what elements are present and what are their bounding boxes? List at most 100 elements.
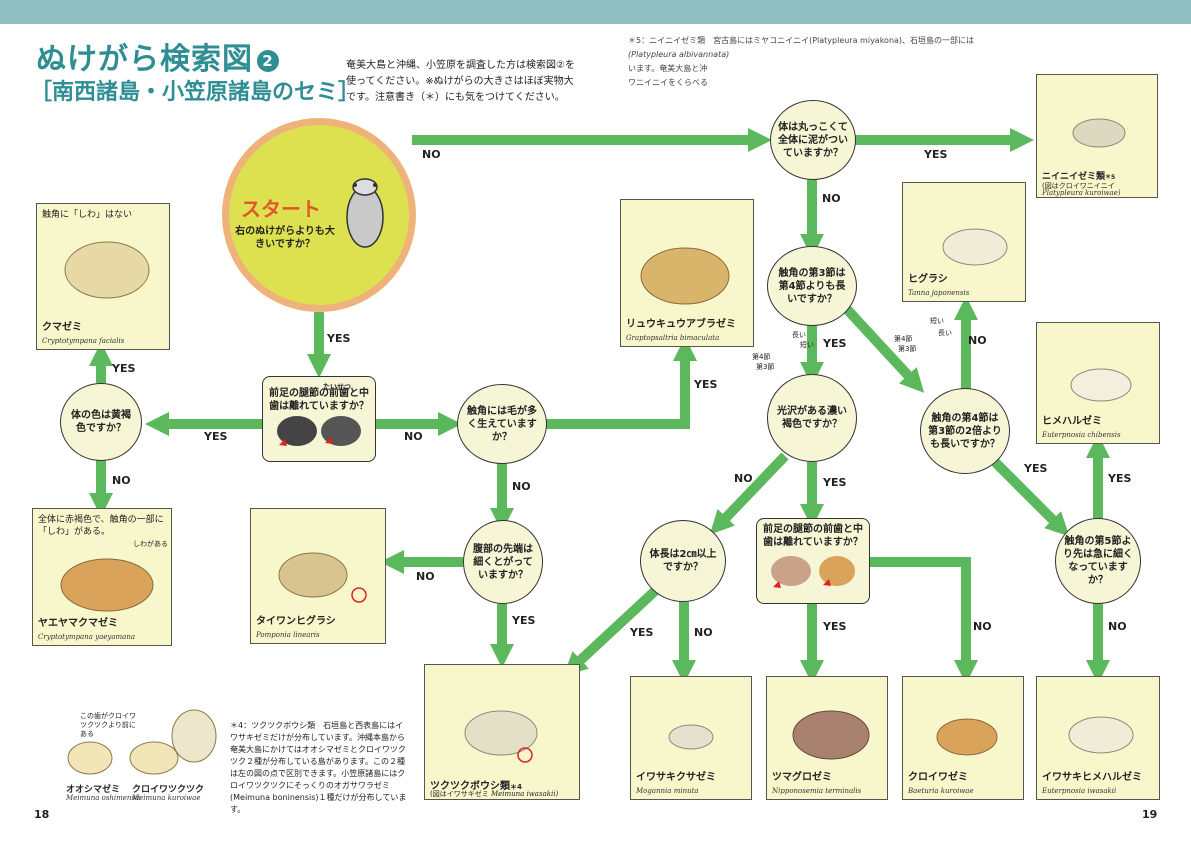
shell-illustration [640,247,730,305]
species-latin: Pomponia linearis [256,631,320,639]
tooth-annotation: この歯がクロイワツクツクより前にある [80,712,136,738]
species-card-ryukyu-aburazemi: リュウキュウアブラゼミ Graptopsaltria bimaculata [620,199,754,347]
label-no: NO [512,480,531,493]
label-yes: YES [694,378,718,391]
species-latin: Mogannia minuta [636,787,699,795]
arrow-ant34-no [840,302,925,393]
species-latin: Nipponosemia terminalis [772,787,862,795]
label-yes: YES [112,362,136,375]
title-number-badge: 2 [257,49,279,72]
start-question: 右のぬけがらよりも大きいですか？ [235,226,335,250]
species-latin: Baeturia kuroiwae [908,787,974,795]
arrow-teeth2-no [870,557,979,685]
species-card-himeharuzemi: ヒメハルゼミ Euterpnosia chibensis [1036,322,1160,444]
species-card-taiwan-higurashi: タイワンヒグラシ Pomponia linearis [250,508,386,644]
species-latin: Graptopsaltria bimaculata [626,334,720,342]
species-name: タイワンヒグラシ [256,616,336,627]
start-label: スタート [241,197,321,221]
species-card-iwasaki-himeharuzemi: イワサキヒメハルゼミ Euterpnosia iwasakii [1036,676,1160,800]
antenna-tag-seg3: 第3節 [756,363,775,371]
arrow-ant4-yes [991,458,1070,537]
label-no: NO [422,148,441,161]
foreleg-teeth-icons [771,556,855,588]
foreleg-teeth-icons [277,416,361,446]
question-gloss: 光沢がある濃い褐色ですか？ [767,374,857,462]
species-name: イワサキヒメハルゼミ [1042,772,1142,783]
label-no: NO [112,474,131,487]
card-note: 触角に「しわ」はない [42,210,133,220]
shell-illustration [1070,368,1132,402]
question-foreleg-teeth: たいせつ 前足の腿節の前歯と中歯は離れていますか？ [262,376,376,462]
species-name: ヤエヤマクマゼミ [38,618,118,629]
question-antenna-3-vs-4: 触角の第3節は第4節よりも長いですか？ [767,246,857,326]
question-antenna-5: 触角の第5節より先は急に細くなっていますか？ [1055,518,1141,604]
page-number-left: 18 [34,808,50,821]
species-card-kumazemi: 触角に「しわ」はない クマゼミ Cryptotympana facialis [36,203,170,350]
annotation-tag: しわがある [133,540,168,548]
ruby-text: たいせつ [323,383,351,391]
shell-illustration [936,718,998,756]
shell-illustration [792,710,870,760]
oshimazemi-name: オオシマゼミ [66,785,121,795]
question-antenna-4-double: 触角の第4節は第3節の2倍よりも長いですか？ [920,388,1010,474]
species-name: クロイワゼミ [908,772,968,783]
species-latin: Cryptotympana yaeyamana [38,633,136,641]
label-yes: YES [630,626,654,639]
label-yes: YES [823,337,847,350]
foreleg-comparison-illustration [67,709,217,775]
species-latin: Platypleura kuroiwae) [1042,189,1121,197]
shell-illustration [668,724,714,750]
shell-illustration [60,558,154,612]
label-yes: YES [823,620,847,633]
label-no: NO [973,620,992,633]
species-card-tsukutsukuboushi: ツクツクボウシ類＊4 (図はイワサキゼミ Meimuna iwasakii) [424,664,580,800]
shell-illustration [942,228,1008,266]
species-latin: Tanna japonensis [908,289,970,297]
species-name: クマゼミ [42,322,82,333]
oshimazemi-latin: Meimuna oshimensis [66,794,141,802]
label-yes: YES [204,430,228,443]
shell-illustration [1068,716,1134,754]
label-yes: YES [327,332,351,345]
top-band [0,0,1191,24]
species-latin: Euterpnosia iwasakii [1042,787,1117,795]
arrow-hair-yes [546,336,698,429]
antenna-tag-seg4: 第4節 [752,353,771,361]
start-node: スタート 右のぬけがらよりも大きいですか？ [222,118,416,312]
species-name: ニイニイゼミ類＊5 [1042,172,1116,182]
question-round-body: 体は丸っこくて全体に泥がついていますか？ [770,100,856,180]
question-abdomen-tip: 腹部の先端は細くとがっていますか？ [463,520,543,604]
antenna-tag-long: 長い [938,329,952,337]
arrow-gloss-no [709,452,789,535]
antenna-tag-seg3: 第3節 [898,345,917,353]
question-body-color: 体の色は黄褐色ですか？ [60,383,142,461]
footnote-5: ＊5：ニイニイゼミ類 宮古島にはミヤコニイニイ(Platypleura miya… [628,36,975,87]
label-no: NO [416,570,435,583]
label-yes: YES [1024,462,1048,475]
species-latin: Euterpnosia chibensis [1042,431,1121,439]
intro-text: 奄美大島と沖縄、小笠原を調査した方は検索図②を使ってください。※ぬけがらの大きさ… [346,60,575,103]
species-card-kuroiwazemi: クロイワゼミ Baeturia kuroiwae [902,676,1024,800]
species-name: ツマグロゼミ [772,772,832,783]
antenna-tag-seg4: 第4節 [894,335,913,343]
page-number-right: 19 [1142,808,1158,821]
species-name: イワサキクサゼミ [636,772,716,783]
antenna-tag-long: 長い [792,331,806,339]
species-latin: Cryptotympana facialis [42,337,125,345]
card-note: 全体に赤褐色で、触角の一部に「しわ」がある。 [38,515,164,537]
label-no: NO [968,334,987,347]
question-length: 体長は2㎝以上ですか？ [640,520,726,602]
question-foreleg-teeth-2: 前足の腿節の前歯と中歯は離れていますか？ [756,518,870,604]
label-yes: YES [512,614,536,627]
page-subtitle: ［南西諸島・小笠原諸島のセミ］ [30,80,361,105]
species-name: リュウキュウアブラゼミ [626,319,736,330]
label-no: NO [404,430,423,443]
label-no: NO [1108,620,1127,633]
footnote-4: ＊4：ツクツクボウシ類 石垣島と西表島にはイワサキゼミだけが分布しています。沖縄… [230,721,407,814]
question-antenna-hair: 触角には毛が多く生えていますか？ [457,384,547,464]
species-card-niiniizemi: ニイニイゼミ類＊5 (図はクロイワニイニイ Platypleura kuroiw… [1036,74,1158,198]
label-yes: YES [924,148,948,161]
label-yes: YES [1108,472,1132,485]
arrow-len-yes [563,586,660,677]
